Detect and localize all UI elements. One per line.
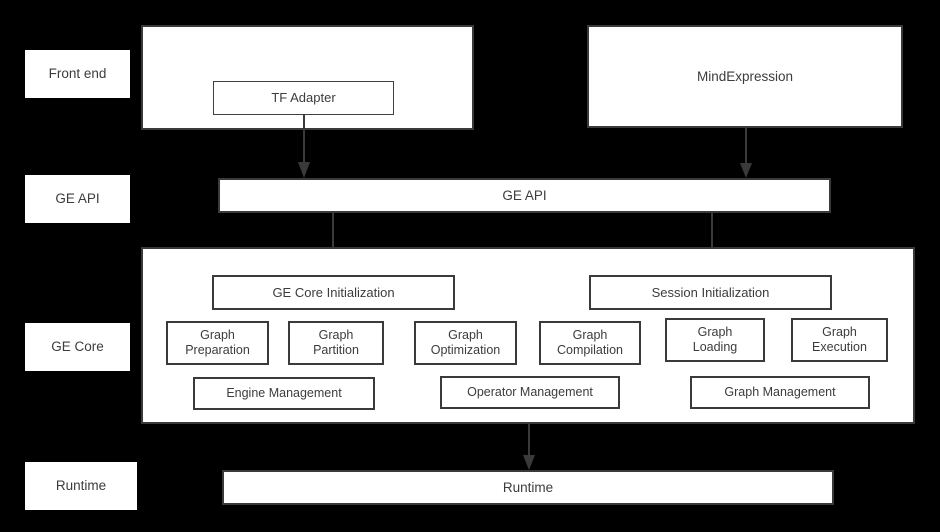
stage-label-ge-api: GE API bbox=[25, 175, 130, 223]
module-box-graph-partition: Graph Partition bbox=[288, 321, 384, 365]
manager-box-graph-management: Graph Management bbox=[690, 376, 870, 409]
stage-label-ge-core: GE Core bbox=[25, 323, 130, 371]
manager-label-operator-management: Operator Management bbox=[467, 385, 593, 400]
arrow-mindexpression-to-ge-api bbox=[737, 127, 755, 180]
module-label-graph-execution: Graph Execution bbox=[812, 325, 867, 354]
session-initialization-box: Session Initialization bbox=[589, 275, 832, 310]
module-label-graph-compilation: Graph Compilation bbox=[556, 328, 623, 357]
manager-box-operator-management: Operator Management bbox=[440, 376, 620, 409]
module-label-graph-loading: Graph Loading bbox=[692, 325, 738, 354]
module-label-graph-optimization: Graph Optimization bbox=[430, 328, 501, 357]
runtime-bar-label: Runtime bbox=[502, 479, 554, 495]
session-initialization-label: Session Initialization bbox=[651, 284, 770, 300]
module-label-graph-partition: Graph Partition bbox=[313, 328, 359, 357]
stage-label-front-end: Front end bbox=[25, 50, 130, 98]
manager-label-engine-management: Engine Management bbox=[226, 386, 342, 401]
ge-core-initialization-label: GE Core Initialization bbox=[272, 284, 395, 300]
module-box-graph-loading: Graph Loading bbox=[665, 318, 765, 362]
stage-label-front-end-text: Front end bbox=[48, 66, 107, 82]
stage-label-runtime-text: Runtime bbox=[55, 478, 107, 494]
module-box-graph-execution: Graph Execution bbox=[791, 318, 888, 362]
arrow-tf-adapter-to-ge-api bbox=[295, 114, 313, 180]
module-box-graph-compilation: Graph Compilation bbox=[539, 321, 641, 365]
stage-label-ge-core-text: GE Core bbox=[51, 339, 104, 355]
mindexpression-label: MindExpression bbox=[696, 69, 794, 84]
ge-api-bar-label: GE API bbox=[502, 187, 547, 203]
runtime-bar: Runtime bbox=[222, 470, 834, 505]
module-box-graph-preparation: Graph Preparation bbox=[166, 321, 269, 365]
stage-label-ge-api-text: GE API bbox=[55, 191, 100, 207]
tf-adapter-label: TF Adapter bbox=[271, 90, 336, 106]
manager-label-graph-management: Graph Management bbox=[724, 385, 836, 400]
module-box-graph-optimization: Graph Optimization bbox=[414, 321, 517, 365]
tf-adapter-box: TF Adapter bbox=[213, 81, 394, 115]
module-label-graph-preparation: Graph Preparation bbox=[185, 328, 250, 357]
arrow-ge-core-to-runtime bbox=[520, 423, 538, 472]
mindexpression-container: MindExpression bbox=[587, 25, 903, 128]
ge-core-initialization-box: GE Core Initialization bbox=[212, 275, 455, 310]
manager-box-engine-management: Engine Management bbox=[193, 377, 375, 410]
ge-api-bar: GE API bbox=[218, 178, 831, 213]
stage-label-runtime: Runtime bbox=[25, 462, 137, 510]
